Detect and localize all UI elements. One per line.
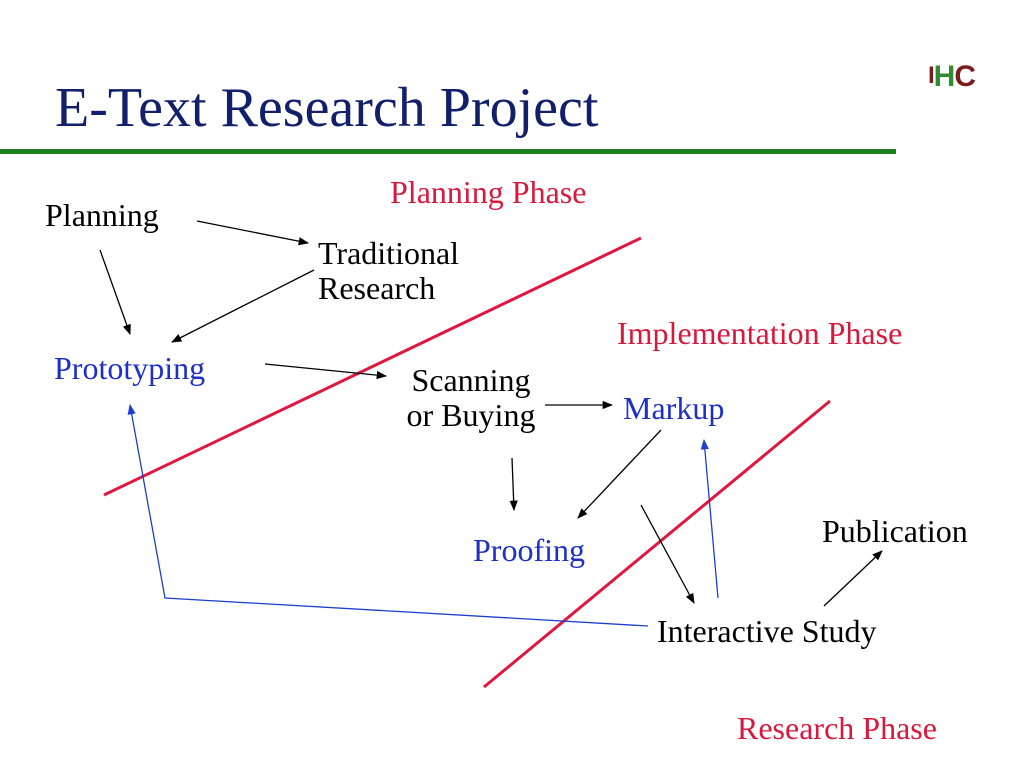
phase-divider-implementation bbox=[483, 399, 831, 689]
node-traditional-research-line2: Research bbox=[318, 270, 436, 307]
node-traditional-research: Traditional Research bbox=[318, 235, 460, 307]
node-scanning-line2: or Buying bbox=[406, 397, 536, 434]
node-proofing: Proofing bbox=[473, 532, 585, 568]
title-underline bbox=[0, 149, 896, 154]
arrow-planning-to-prototyping bbox=[99, 249, 131, 335]
node-prototyping: Prototyping bbox=[54, 350, 206, 386]
node-scanning-line1: Scanning bbox=[411, 362, 531, 398]
arrow-prototyping-to-scanning bbox=[264, 363, 388, 380]
arrow-scanning-to-proofing bbox=[509, 457, 518, 512]
arrow-interactive-to-prototyping bbox=[127, 403, 649, 627]
arrow-interactive-to-markup bbox=[700, 438, 719, 599]
arrow-markup-to-proofing bbox=[577, 429, 662, 519]
phase-divider-planning bbox=[103, 236, 642, 497]
arrow-interactive-to-publication bbox=[823, 550, 883, 607]
node-traditional-research-line1: Traditional bbox=[318, 235, 460, 271]
slide-title: E-Text Research Project bbox=[55, 77, 599, 139]
node-publication: Publication bbox=[822, 513, 968, 549]
node-markup: Markup bbox=[623, 390, 725, 426]
implementation-phase-label: Implementation Phase bbox=[617, 315, 903, 351]
arrow-to-interactive-study bbox=[640, 504, 695, 604]
arrow-planning-to-traditional bbox=[196, 220, 310, 246]
node-interactive-study: Interactive Study bbox=[657, 613, 877, 649]
planning-phase-label: Planning Phase bbox=[390, 174, 587, 210]
node-planning: Planning bbox=[45, 197, 159, 233]
arrow-traditional-to-prototyping bbox=[171, 269, 315, 343]
ihc-logo: IHC bbox=[928, 60, 976, 93]
node-scanning-or-buying: Scanning or Buying bbox=[388, 362, 554, 434]
research-phase-label: Research Phase bbox=[737, 710, 937, 746]
